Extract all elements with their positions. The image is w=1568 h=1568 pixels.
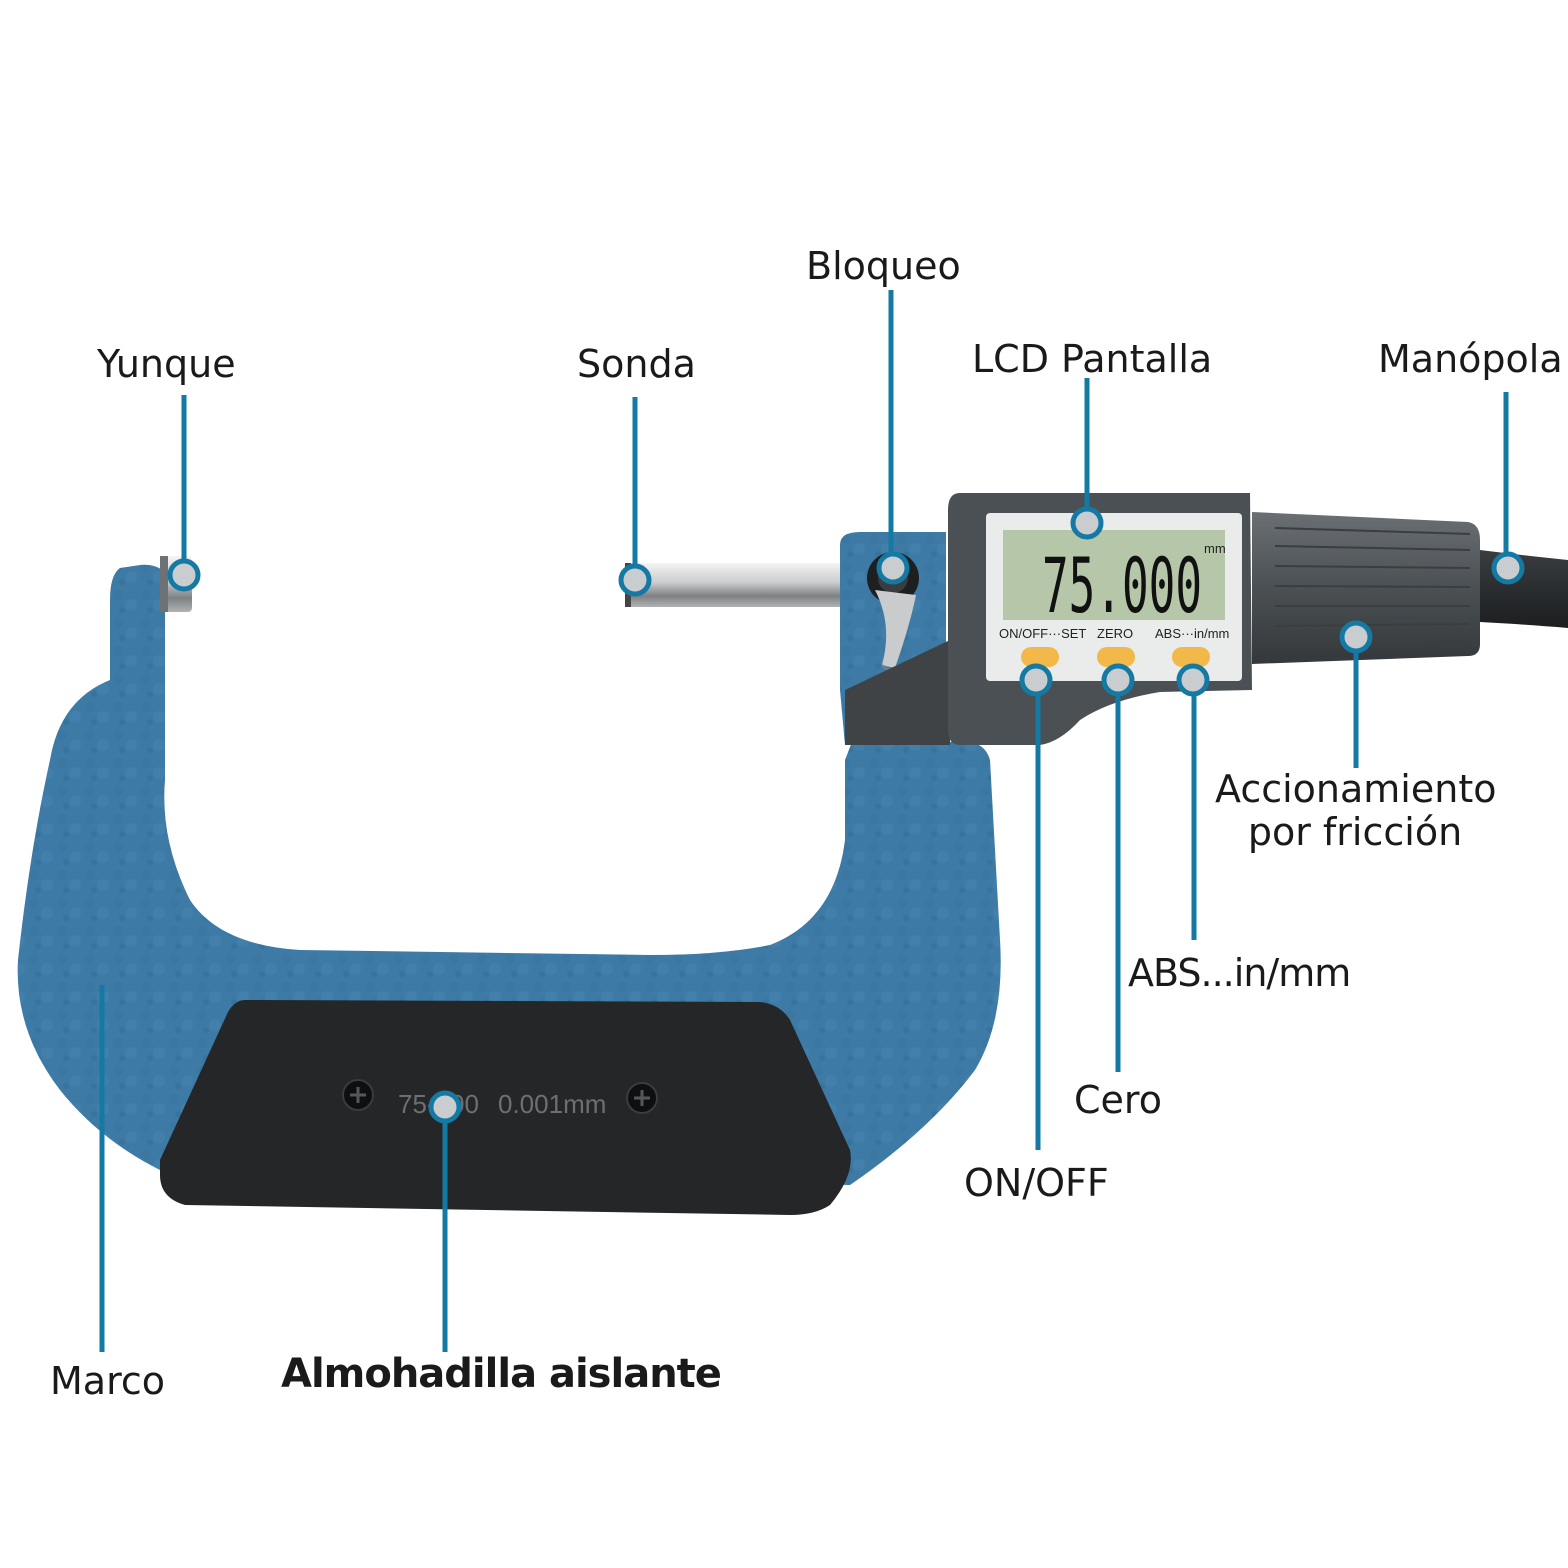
screw-left-icon — [343, 1080, 373, 1110]
label-marco: Marco — [50, 1362, 165, 1400]
btn-onoff-label: ON/OFF···SET — [999, 626, 1086, 641]
marker-lcd — [1073, 509, 1101, 537]
marker-cero — [1104, 666, 1132, 694]
btn-abs-label: ABS···in/mm — [1155, 626, 1229, 641]
spindle — [625, 563, 840, 607]
label-sonda: Sonda — [577, 345, 696, 383]
pad-resolution-text: 0.001mm — [498, 1089, 606, 1119]
label-onoff: ON/OFF — [964, 1164, 1109, 1202]
marker-bloqueo — [879, 554, 907, 582]
label-lcd: LCD Pantalla — [972, 340, 1212, 378]
marker-onoff — [1022, 666, 1050, 694]
label-abs: ABS...in/mm — [1128, 954, 1350, 992]
label-accionamiento: Accionamiento por fricción — [1215, 768, 1495, 853]
label-almohadilla: Almohadilla aislante — [281, 1354, 721, 1394]
label-manopola: Manópola — [1378, 340, 1563, 378]
label-bloqueo: Bloqueo — [806, 247, 961, 285]
screw-right-icon — [627, 1083, 657, 1113]
marker-manopola — [1494, 554, 1522, 582]
marker-yunque — [170, 561, 198, 589]
insulating-pad: 75-100 0.001mm — [160, 1000, 851, 1215]
marker-almohadilla — [431, 1093, 459, 1121]
btn-zero-label: ZERO — [1097, 626, 1133, 641]
lcd-unit: mm — [1204, 541, 1226, 556]
marker-sonda — [621, 566, 649, 594]
label-cero: Cero — [1074, 1081, 1162, 1119]
lcd-value: 75.000 — [1042, 541, 1202, 630]
label-yunque: Yunque — [97, 345, 236, 383]
marker-abs — [1179, 666, 1207, 694]
marker-accionamiento — [1342, 623, 1370, 651]
